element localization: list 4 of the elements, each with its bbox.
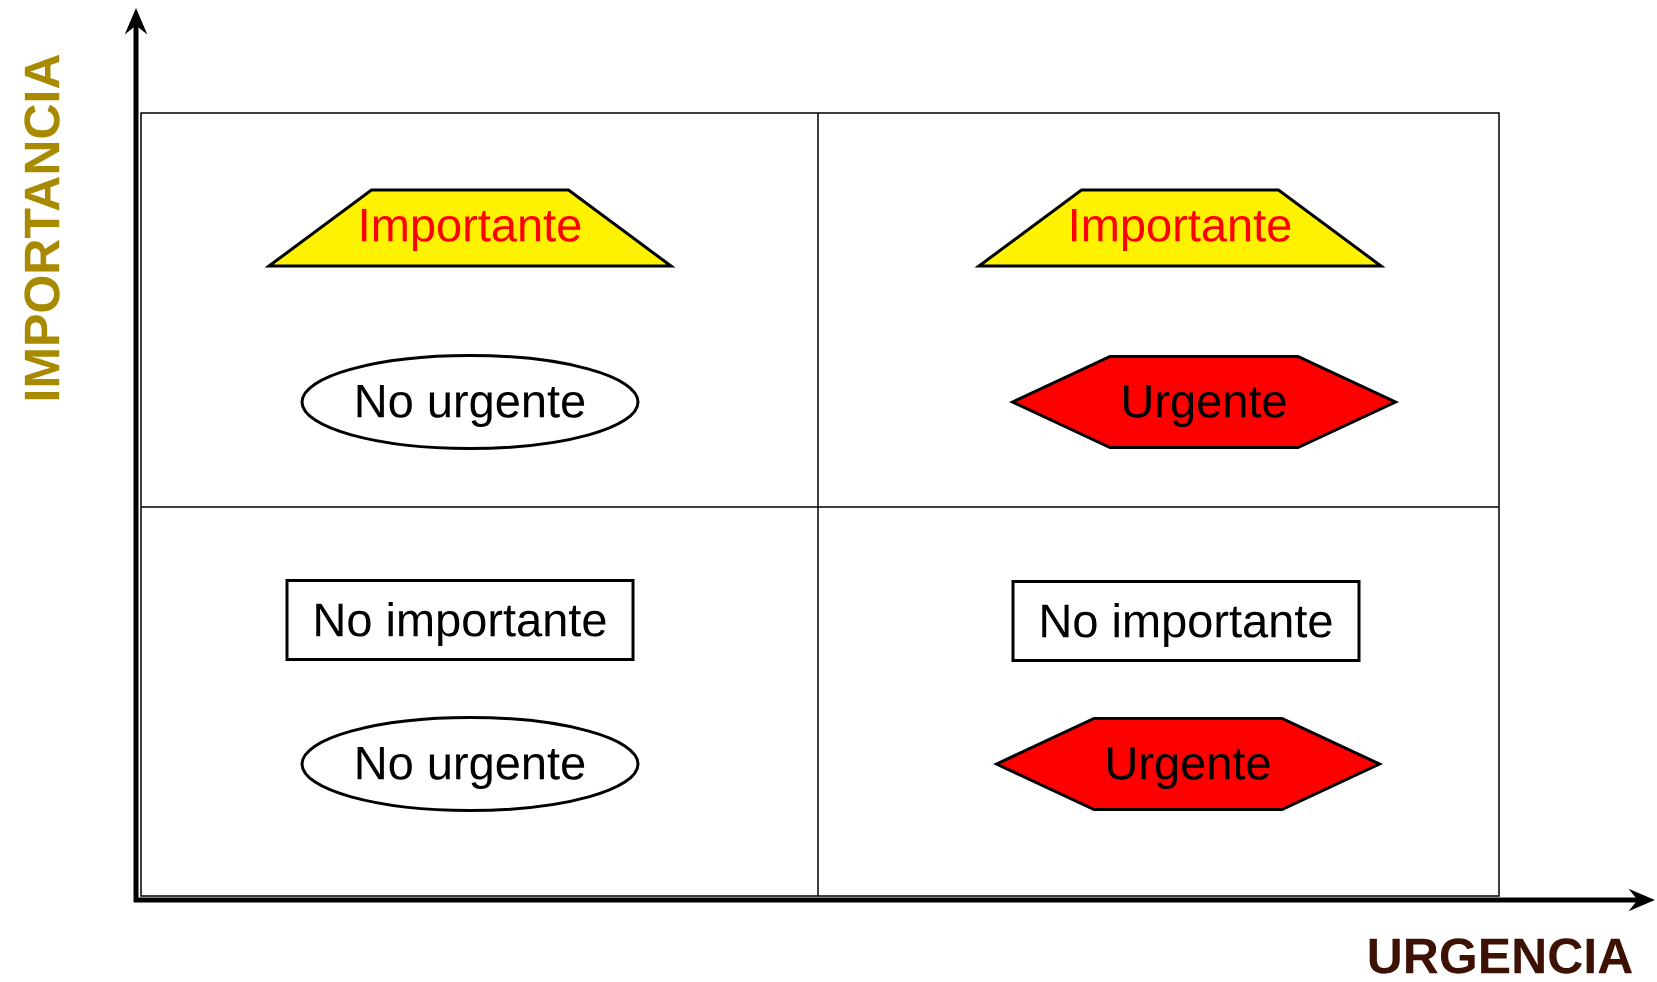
axis-label: IMPORTANCIA [24, 54, 60, 400]
rectangle-box: No importante [285, 579, 635, 661]
rectangle-box: No importante [1011, 580, 1361, 662]
axis-label: URGENCIA [1369, 938, 1632, 974]
